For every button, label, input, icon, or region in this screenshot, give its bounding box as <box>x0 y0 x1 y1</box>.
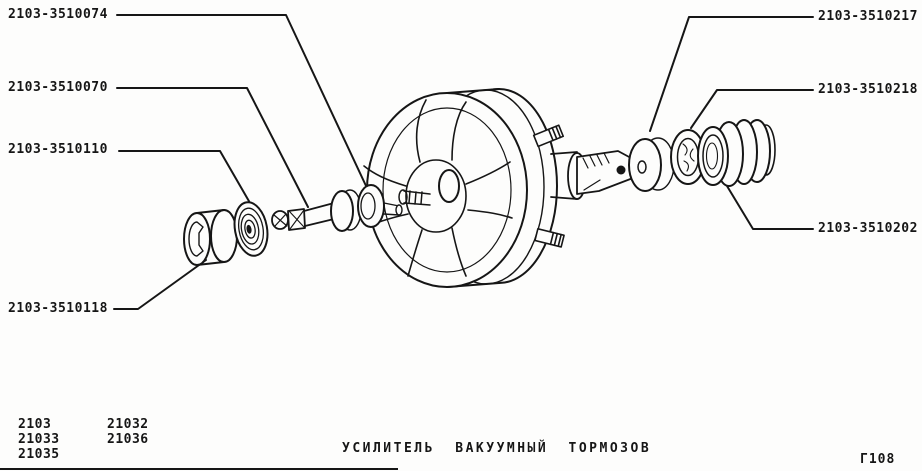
leader-3510218 <box>690 89 814 129</box>
leader-3510074 <box>116 14 368 189</box>
part-number-label: 2103-3510118 <box>8 301 108 316</box>
model-number: 21032 <box>107 417 149 432</box>
vacuum-booster-body <box>363 88 565 288</box>
leader-lines <box>113 14 814 310</box>
rod-thread-hatch <box>582 152 610 169</box>
output-rod <box>550 150 634 200</box>
sheet-code: Г108 <box>860 452 896 467</box>
grommet-3510074 <box>357 184 403 228</box>
pushrod-3510070 <box>271 189 362 232</box>
clevis-hole <box>616 165 626 175</box>
part-number-label: 2103-3510110 <box>8 142 108 157</box>
model-list-column-1: 2103 21033 21035 <box>18 417 60 462</box>
hub-stud <box>398 189 431 206</box>
figure-caption: УСИЛИТЕЛЬ ВАКУУМНЫЙ ТОРМОЗОВ <box>342 441 652 456</box>
leader-3510118 <box>113 259 207 310</box>
mounting-stud-top <box>532 124 565 148</box>
mounting-stud-bottom <box>534 227 565 248</box>
corrugated-seal-3510110 <box>233 201 269 257</box>
retainer-cap-3510118 <box>183 209 238 266</box>
leader-3510110 <box>118 150 262 223</box>
part-number-label: 2103-3510202 <box>818 221 918 236</box>
part-number-label: 2103-3510217 <box>818 9 918 24</box>
model-number: 21033 <box>18 432 60 447</box>
leader-3510217 <box>649 16 814 132</box>
model-number: 21035 <box>18 447 60 462</box>
part-number-label: 2103-3510074 <box>8 7 108 22</box>
leader-3510070 <box>116 87 309 208</box>
washer-3510217 <box>628 137 675 192</box>
part-number-label: 2103-3510070 <box>8 80 108 95</box>
model-list-column-2: 21032 21036 <box>107 417 149 447</box>
boot-3510202 <box>697 119 776 187</box>
hub <box>398 159 467 233</box>
model-number: 2103 <box>18 417 52 432</box>
bottom-rule <box>0 468 398 470</box>
leader-3510202 <box>726 185 814 230</box>
part-number-label: 2103-3510218 <box>818 82 918 97</box>
model-number: 21036 <box>107 432 149 447</box>
